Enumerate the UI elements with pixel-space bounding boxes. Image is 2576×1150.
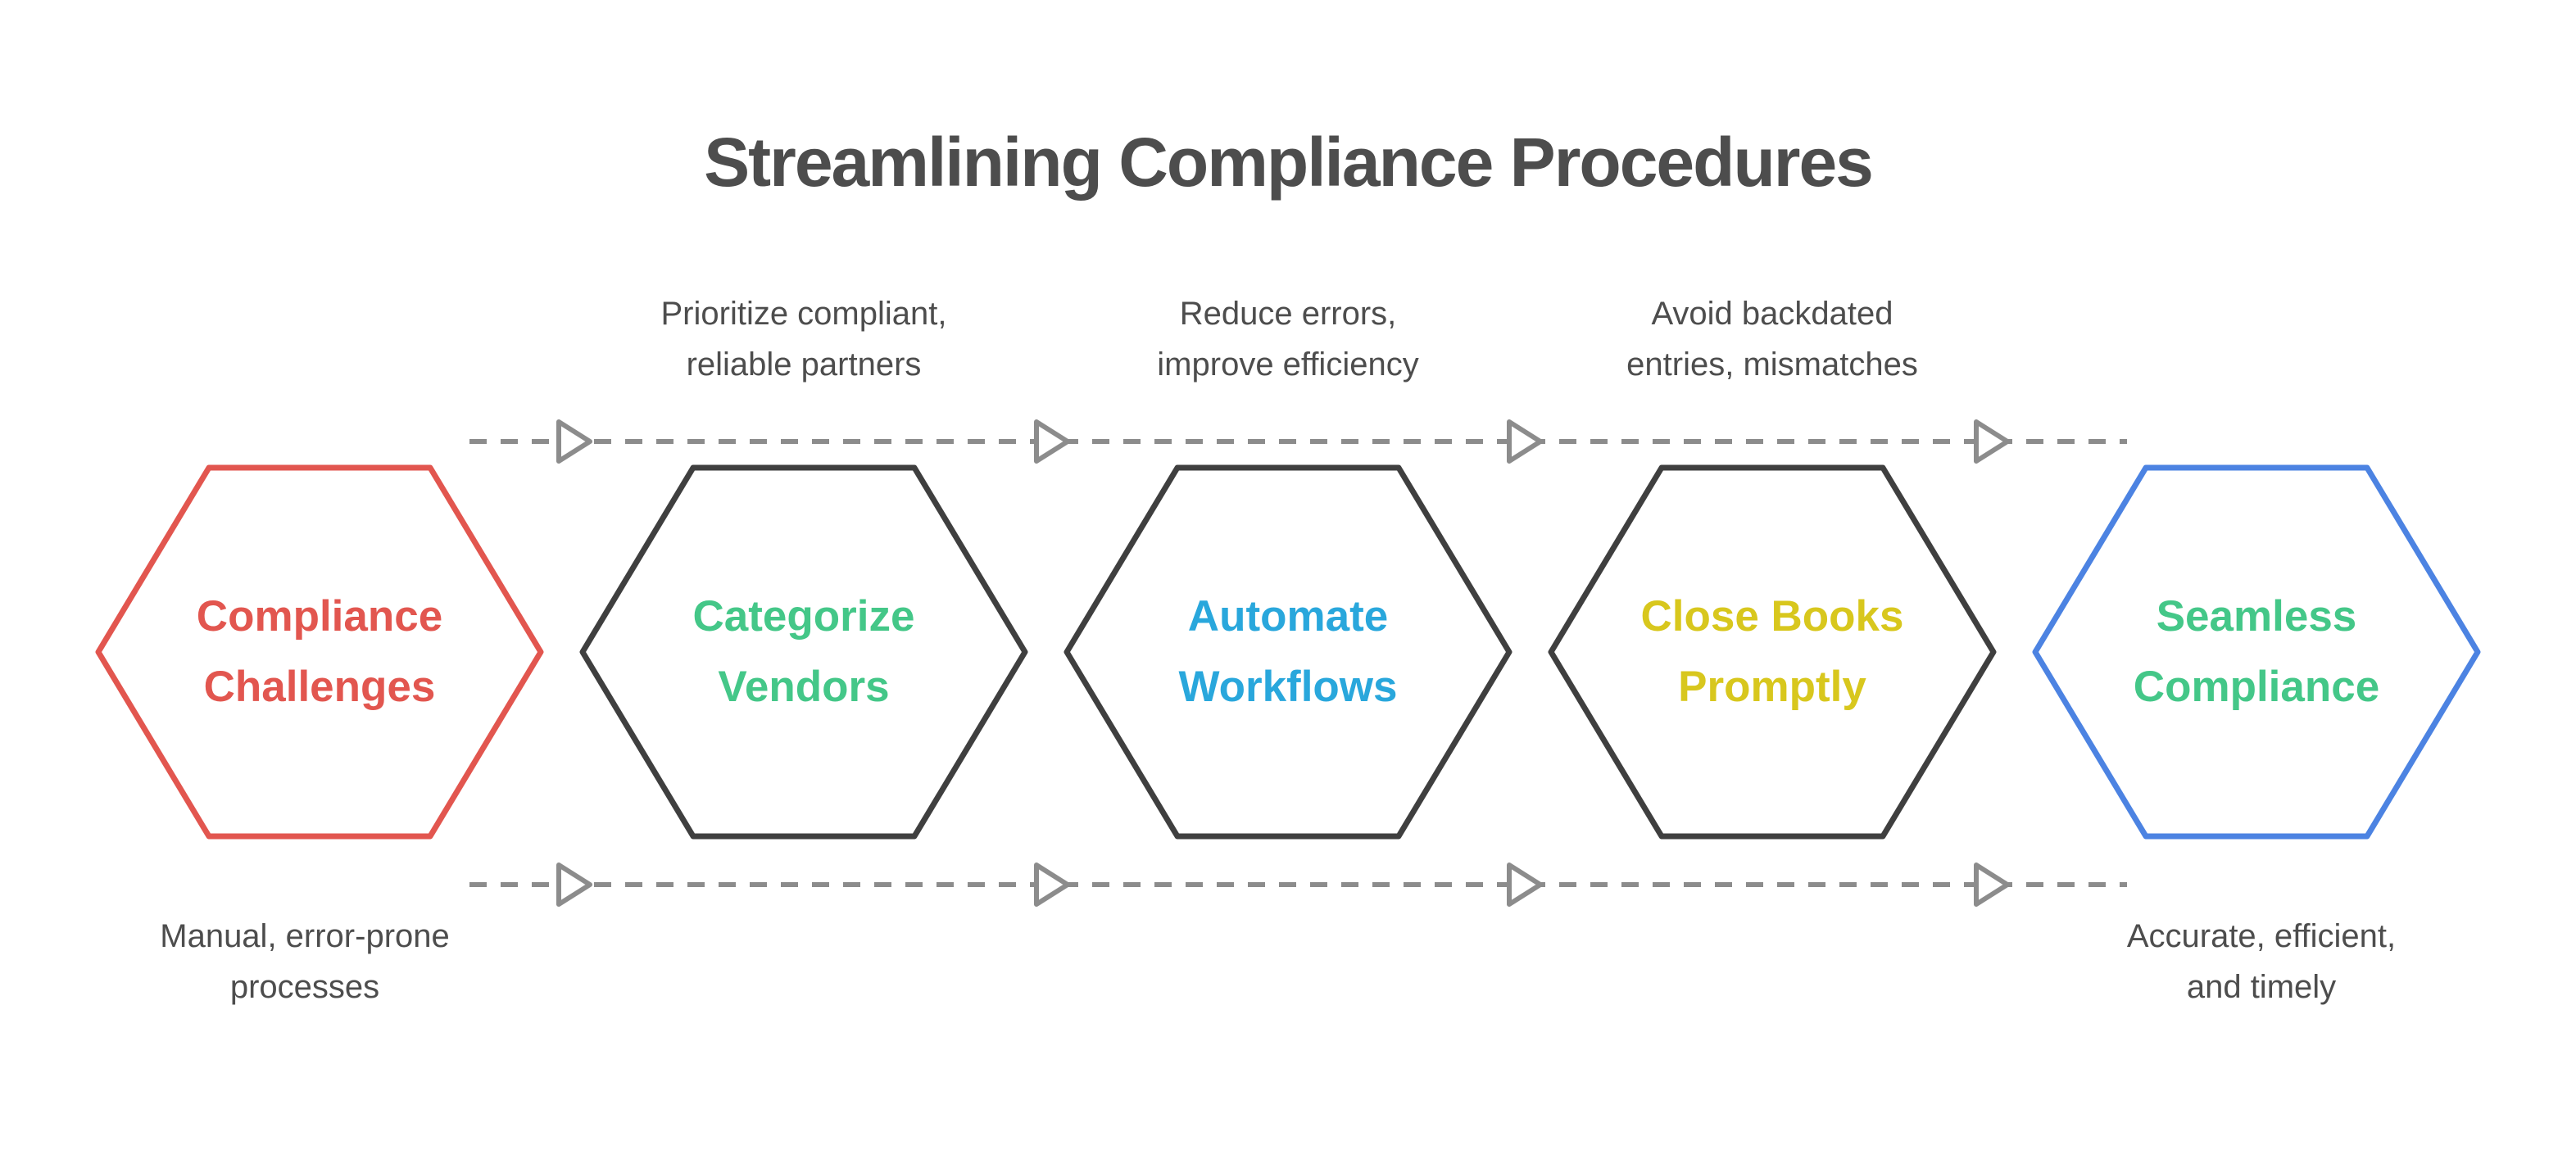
arrowhead-right-icon — [1507, 419, 1543, 464]
annotation-line: Accurate, efficient, — [2126, 918, 2397, 954]
hexagon-compliance-challenges — [95, 464, 544, 840]
annotation-avoid-backdated: Avoid backdated entries, mismatches — [1485, 288, 2059, 390]
hexagon-label-line: Compliance — [2133, 663, 2380, 711]
hexagon-label-line: Close Books — [1640, 592, 1904, 641]
hexagon-label-line: Automate — [1187, 592, 1389, 641]
annotation-line: processes — [229, 969, 380, 1005]
hexagon-label-line: Workflows — [1178, 663, 1398, 711]
annotation-line: entries, mismatches — [1626, 346, 1918, 383]
arrowhead-right-icon — [556, 862, 592, 907]
annotation-manual-processes: Manual, error-prone processes — [18, 911, 592, 1012]
page-title: Streamlining Compliance Procedures — [704, 124, 1874, 201]
hexagon-label-line: Vendors — [718, 663, 890, 711]
annotation-line: and timely — [2186, 969, 2337, 1005]
hexagon-categorize-vendors — [579, 464, 1028, 840]
hexagon-label-line: Promptly — [1678, 663, 1866, 711]
annotation-line: Avoid backdated — [1651, 296, 1893, 332]
annotation-line: reliable partners — [686, 346, 922, 383]
arrowhead-right-icon — [1974, 862, 2010, 907]
annotation-line: Manual, error-prone — [160, 918, 450, 954]
hexagon-label-line: Seamless — [2156, 592, 2357, 641]
arrowhead-right-icon — [1974, 419, 2010, 464]
arrowhead-right-icon — [1507, 862, 1543, 907]
annotation-prioritize-partners: Prioritize compliant, reliable partners — [517, 288, 1091, 390]
hexagon-close-books-promptly — [1548, 464, 1997, 840]
annotation-accurate-timely: Accurate, efficient, and timely — [1975, 911, 2548, 1012]
annotation-line: improve efficiency — [1157, 346, 1419, 383]
hexagon-label-compliance-challenges: Compliance Challenges — [98, 468, 541, 836]
arrowhead-right-icon — [556, 419, 592, 464]
annotation-line: Reduce errors, — [1179, 296, 1397, 332]
annotation-line: Prioritize compliant, — [660, 296, 947, 332]
hexagon-label-close-books-promptly: Close Books Promptly — [1551, 468, 1993, 836]
hexagon-label-line: Categorize — [692, 592, 915, 641]
hexagon-label-line: Compliance — [196, 592, 443, 641]
arrowhead-right-icon — [1034, 862, 1070, 907]
annotation-reduce-errors: Reduce errors, improve efficiency — [1001, 288, 1575, 390]
hexagon-label-line: Challenges — [203, 663, 436, 711]
hexagon-seamless-compliance — [2032, 464, 2481, 840]
hexagon-automate-workflows — [1064, 464, 1512, 840]
hexagon-label-seamless-compliance: Seamless Compliance — [2035, 468, 2478, 836]
hexagon-label-categorize-vendors: Categorize Vendors — [583, 468, 1025, 836]
hexagon-label-automate-workflows: Automate Workflows — [1067, 468, 1509, 836]
arrowhead-right-icon — [1034, 419, 1070, 464]
